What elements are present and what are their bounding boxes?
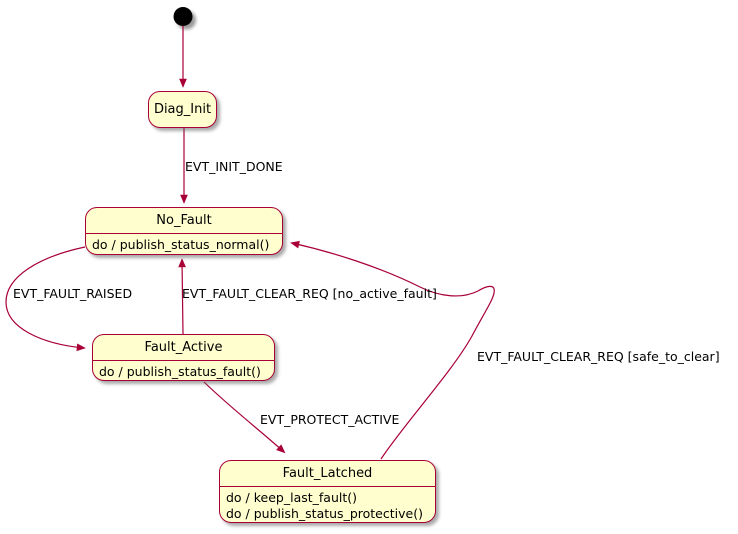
state-divider: [93, 360, 274, 361]
state-no-fault-activities: do / publish_status_normal(): [86, 234, 282, 255]
state-divider: [220, 486, 435, 487]
state-fault-latched-title: Fault_Latched: [282, 466, 373, 481]
transition-label-fault-raised: EVT_FAULT_RAISED: [13, 286, 133, 301]
initial-state-dot: [173, 7, 193, 26]
state-fault-active: Fault_Active do / publish_status_fault(): [92, 334, 275, 381]
state-fault-latched-activities: do / keep_last_fault() do / publish_stat…: [220, 487, 435, 524]
state-diag-init-title: Diag_Init: [153, 102, 212, 117]
transition-label-clear-no-active: EVT_FAULT_CLEAR_REQ [no_active_fault]: [182, 286, 437, 301]
state-activity-line: do / publish_status_protective(): [226, 506, 423, 521]
state-diag-init: Diag_Init: [148, 91, 217, 128]
transition-label-clear-safe: EVT_FAULT_CLEAR_REQ [safe_to_clear]: [477, 349, 720, 364]
state-fault-active-activities: do / publish_status_fault(): [93, 361, 274, 382]
state-no-fault-title: No_Fault: [156, 213, 212, 228]
state-no-fault: No_Fault do / publish_status_normal(): [85, 207, 283, 255]
state-activity-line: do / keep_last_fault(): [226, 490, 358, 505]
transition-label-protect-active: EVT_PROTECT_ACTIVE: [260, 412, 400, 427]
state-fault-latched: Fault_Latched do / keep_last_fault() do …: [219, 460, 436, 523]
initial-state-shadow: [177, 10, 196, 30]
state-divider: [86, 233, 282, 234]
state-activity-line: do / publish_status_normal(): [92, 237, 270, 252]
state-activity-line: do / publish_status_fault(): [99, 364, 261, 379]
transition-label-init-done: EVT_INIT_DONE: [185, 159, 283, 174]
state-fault-active-title: Fault_Active: [144, 340, 223, 355]
